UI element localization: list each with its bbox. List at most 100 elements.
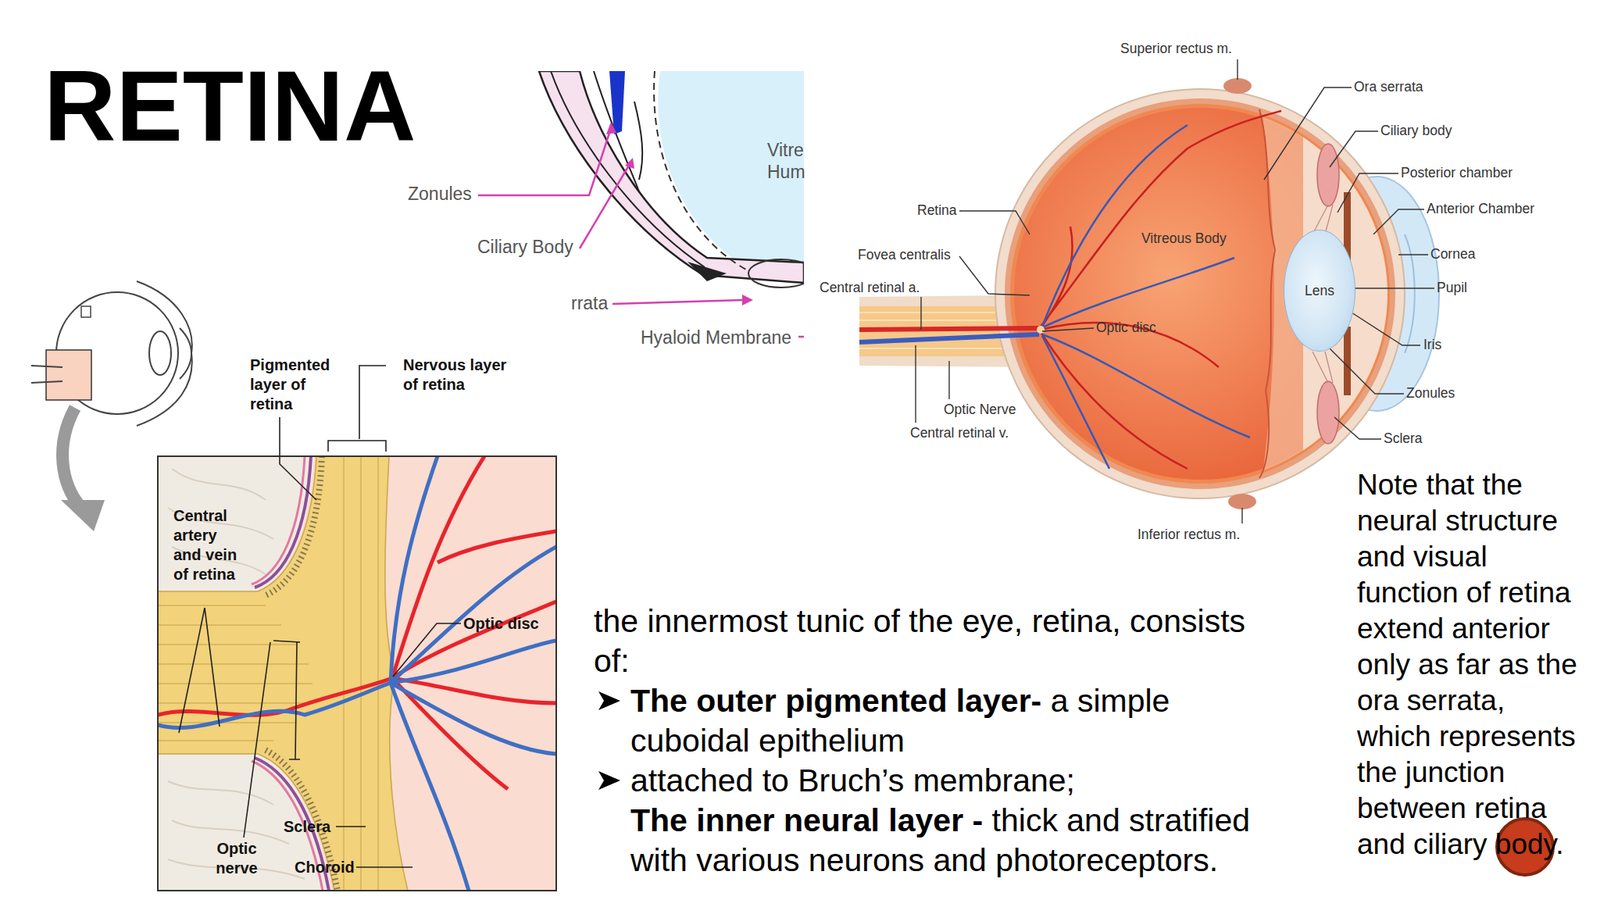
zoom-arrow-head (60, 500, 105, 532)
disc-spot (1036, 325, 1045, 334)
part-label: Sclera (283, 817, 331, 837)
ora-line (1259, 109, 1275, 479)
bullet-item: The outer pigmented layer-a simple cuboi… (630, 681, 1271, 761)
arrow-head (625, 157, 635, 169)
part-label: Optic disc (463, 614, 540, 634)
leader-line (959, 256, 1030, 296)
iris (1343, 326, 1351, 396)
intro-text: the innermost tunic of the eye, retina, … (593, 601, 1271, 682)
arrow-head (606, 121, 617, 135)
arrow-head (742, 294, 754, 306)
wall-band (539, 71, 804, 283)
icon-mark (81, 306, 91, 318)
crop-bg (532, 71, 804, 347)
leader-line (335, 825, 366, 828)
ciliary-line (593, 71, 640, 192)
leader-line (279, 417, 317, 500)
leader-line (1351, 312, 1421, 346)
sclera (995, 89, 1405, 499)
part-label: Pigmented layer of retina (250, 355, 338, 415)
part-label: Central retinal a. (819, 278, 920, 297)
pointer-heads (606, 121, 754, 306)
node-label: Lens (1304, 282, 1335, 300)
posterior-chamber (1303, 78, 1475, 516)
central-artery (859, 328, 1041, 330)
leader-line (1329, 131, 1379, 168)
inset-leaders (178, 365, 461, 868)
icon-lid (136, 281, 193, 426)
bracket (273, 640, 300, 760)
vitreous (1014, 107, 1386, 480)
part-label: Optic nerve (209, 839, 265, 879)
bold-term: The outer pigmented layer- (630, 682, 1042, 719)
central-vein (859, 334, 1040, 343)
eye-section (859, 78, 1475, 516)
pointer-line (478, 128, 611, 196)
part-label: Retina (917, 201, 958, 219)
part-label: Central artery and vein of retina (173, 506, 241, 585)
part-label: Vitre Hum (767, 139, 815, 183)
inset-bg (157, 456, 557, 891)
leader-line (1264, 87, 1352, 180)
leader-line (392, 623, 461, 677)
rectus-muscle (1228, 493, 1257, 510)
leader-line (1337, 173, 1399, 213)
part-label: Vitreous Body (1141, 229, 1227, 247)
leader-line (1241, 507, 1243, 524)
wall-line (550, 71, 705, 268)
nerve-band (157, 456, 408, 891)
definition-text: attached to Bruch’s membrane; (630, 760, 1271, 801)
bracket (328, 440, 386, 452)
part-label: Pupil (1436, 278, 1468, 297)
leader-line (243, 642, 271, 838)
leader-line (959, 210, 1030, 235)
pointer-line (612, 300, 744, 304)
part-label: Posterior chamber (1400, 164, 1513, 182)
ciliary-process (634, 101, 643, 180)
part-label: Iris (1423, 335, 1442, 354)
retinal-veins (1040, 125, 1250, 469)
part-label: Sclera (1383, 429, 1423, 447)
part-label: Ciliary Body (477, 235, 574, 258)
icon-box (46, 350, 92, 400)
ciliary-body (1317, 381, 1340, 444)
bullet-arrow (598, 771, 621, 790)
leader-line (948, 360, 950, 400)
part-label: Optic Nerve (943, 400, 1016, 418)
part-label: Choroid (294, 857, 355, 878)
leader-line (178, 607, 205, 733)
cornea-edge (1404, 234, 1415, 354)
icon-nerve (31, 365, 63, 383)
part-label: Cornea (1430, 245, 1475, 263)
vein (157, 456, 557, 891)
leader-line (914, 345, 916, 423)
zoom-arrow (62, 407, 82, 508)
part-label: Inferior rectus m. (1137, 525, 1240, 543)
side-note: Note that the neural structure and visua… (1357, 467, 1586, 863)
ora-tip (687, 261, 727, 282)
retina-layer (1010, 103, 1390, 484)
leader-line (1351, 287, 1435, 289)
pointer-line (798, 335, 804, 339)
part-label: Fovea centralis (857, 246, 951, 264)
choroid (1004, 98, 1396, 490)
part-label: Optic disc (1096, 318, 1157, 336)
bold-term: The inner neural layer - (630, 802, 983, 839)
slide-title: RETINA (43, 51, 416, 161)
bullet-item: attached to Bruch’s membrane;The inner n… (630, 760, 1271, 881)
leader-line (920, 296, 922, 330)
ciliary-crop (532, 71, 804, 347)
retinal-arteries (1040, 110, 1282, 469)
leader-line (1398, 253, 1429, 255)
eye-leaders (915, 59, 1435, 524)
leader-line (1042, 328, 1094, 332)
part-label: Anterior Chamber (1426, 200, 1535, 218)
body-text: the innermost tunic of the eye, retina, … (593, 601, 1271, 881)
lens-shape: Lens (1283, 229, 1356, 352)
leader-line (356, 866, 413, 868)
part-label: Zonules (1406, 384, 1455, 402)
optic-inset (157, 456, 557, 891)
leader-line (359, 365, 386, 440)
part-label: Superior rectus m. (1120, 39, 1233, 58)
